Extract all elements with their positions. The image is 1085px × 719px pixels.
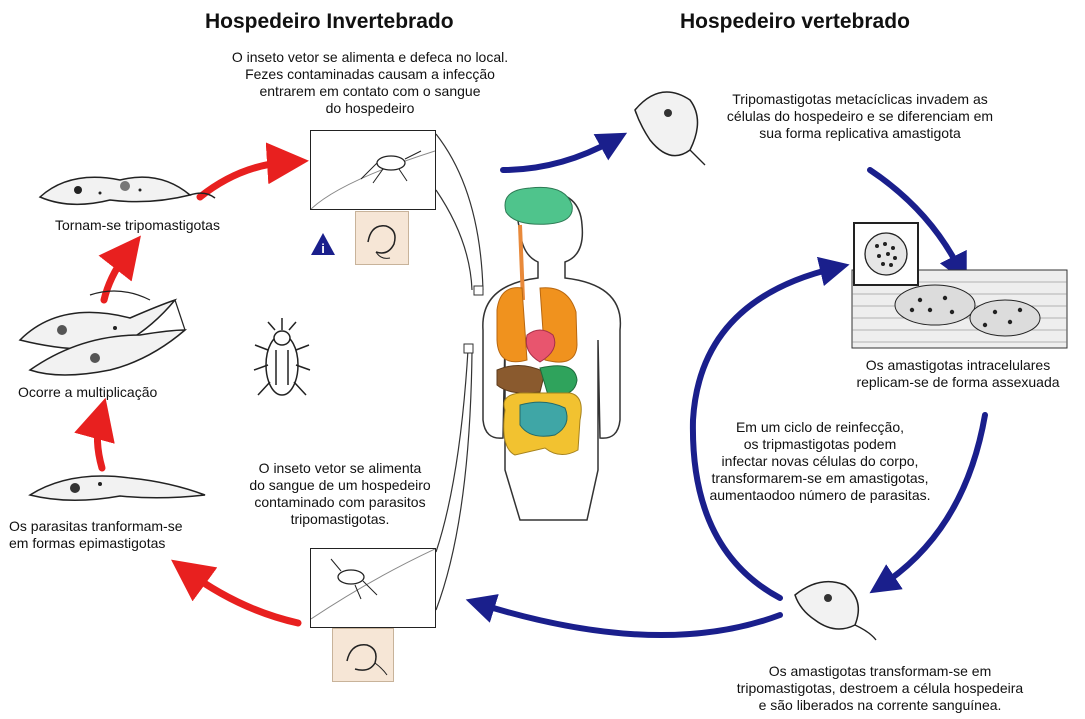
- trypomastigote-inset-bottom: [332, 628, 394, 682]
- caption-insect-feeds-blood: O inseto vetor se alimenta do sangue de …: [230, 460, 450, 528]
- inset-parasite-bottom: [333, 629, 393, 681]
- trypomastigote-parasite: [40, 177, 215, 204]
- insect-feeding-inset: [310, 548, 436, 628]
- caption-metacyclic-invade: Tripomastigotas metacíclicas invadem as …: [690, 91, 1030, 142]
- caption-intracellular-amastigotes: Os amastigotas intracelulares replicam-s…: [838, 357, 1078, 391]
- arrow-to-metacyclic: [503, 140, 614, 170]
- triatomine-insect: [254, 318, 310, 395]
- caption-amastigotes-transform: Os amastigotas transformam-se em tripoma…: [710, 663, 1050, 714]
- vertebrate-host-heading: Hospedeiro vertebrado: [680, 10, 910, 34]
- dividing-parasite: [20, 291, 185, 375]
- infected-cell-illustration: [855, 224, 917, 284]
- arrow-trypomastigote-to-insect: [200, 162, 288, 197]
- caption-multiplication: Ocorre a multiplicação: [18, 384, 157, 401]
- infected-cell-inset: [853, 222, 919, 286]
- inset-parasite-top: [356, 212, 408, 264]
- info-icon-letter: i: [321, 241, 325, 256]
- caption-insect-feeds-defecates: O inseto vetor se alimenta e defeca no l…: [200, 49, 540, 117]
- trypomastigote-inset-top: [355, 211, 409, 265]
- arrow-multiplication-to-trypomastigote: [104, 252, 128, 300]
- insect-on-skin-illustration: [311, 131, 435, 209]
- liver-organ: [497, 365, 545, 393]
- arrow-release-to-insect: [480, 604, 780, 635]
- insect-defecation-inset: [310, 130, 436, 210]
- caption-epimastigotes: Os parasitas tranformam-se em formas epi…: [9, 518, 183, 552]
- connector-lines: [436, 134, 483, 610]
- arrow-epimastigote-to-multiplication: [97, 418, 102, 468]
- insect-feeding-illustration: [311, 549, 435, 627]
- small-intestine-organ: [520, 402, 567, 436]
- caption-reinfection-cycle: Em um ciclo de reinfecção, os tripmastig…: [670, 419, 970, 504]
- human-body-figure: [464, 187, 620, 520]
- brain-organ: [505, 187, 572, 224]
- epimastigote-parasite: [30, 476, 205, 500]
- arrow-epimastigote-from-insect: [188, 572, 298, 623]
- invertebrate-host-heading: Hospedeiro Invertebrado: [205, 10, 454, 34]
- info-icon[interactable]: i: [310, 232, 336, 256]
- caption-become-trypomastigotes: Tornam-se tripomastigotas: [55, 217, 220, 234]
- released-trypomastigote: [795, 582, 876, 640]
